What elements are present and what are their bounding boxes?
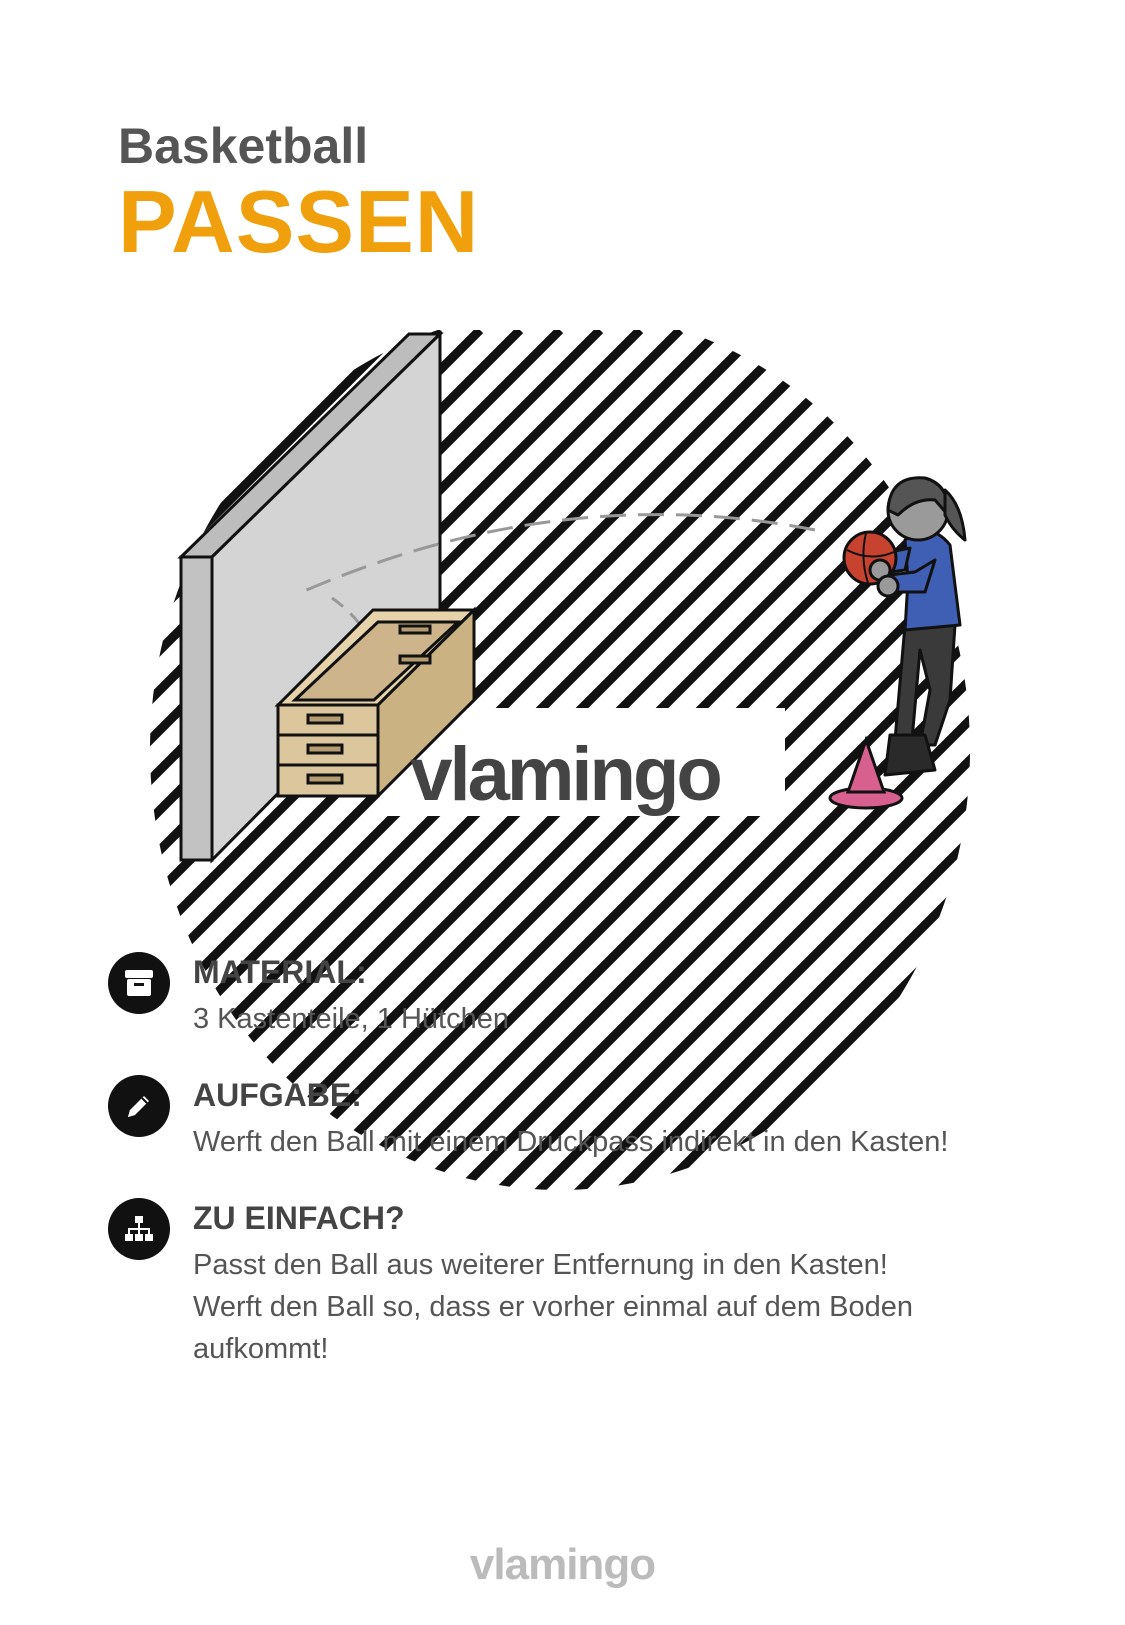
hierarchy-icon bbox=[108, 1198, 170, 1260]
hatch-line bbox=[556, 326, 970, 1190]
hatch-line bbox=[916, 326, 970, 1190]
task-heading: AUFGABE: bbox=[193, 1077, 362, 1113]
task-text: Werft den Ball mit einem Druckpass indir… bbox=[193, 1121, 948, 1163]
material-heading: MATERIAL: bbox=[193, 954, 367, 990]
variation-line: aufkommt! bbox=[193, 1333, 329, 1365]
variation-heading: ZU EINFACH? bbox=[193, 1200, 405, 1236]
exercise-diagram: vlamingo bbox=[0, 326, 1125, 1250]
hatch-line bbox=[436, 326, 970, 1190]
variation-line: Passt den Ball aus weiterer Entfernung i… bbox=[193, 1249, 888, 1281]
bounce-trajectory bbox=[331, 596, 377, 661]
hatch-line bbox=[356, 326, 970, 1190]
sport-subject: Basketball bbox=[118, 118, 369, 174]
archive-box-icon bbox=[108, 952, 170, 1014]
task-line: Werft den Ball mit einem Druckpass indir… bbox=[193, 1126, 949, 1158]
hatch-line bbox=[1040, 330, 1125, 1250]
wall-panel bbox=[177, 330, 444, 864]
hatch-line bbox=[476, 326, 970, 1190]
hatch-line bbox=[956, 326, 970, 1190]
hatch-line bbox=[1000, 330, 1125, 1250]
footer-logo: vlamingo bbox=[469, 1540, 656, 1589]
hatch-line bbox=[1080, 330, 1125, 1250]
hatch-line bbox=[0, 330, 120, 1250]
hatch-line bbox=[516, 326, 970, 1190]
player-figure bbox=[842, 476, 967, 777]
cone bbox=[828, 735, 904, 810]
hatch-line bbox=[1120, 330, 1125, 1250]
variation-text: Passt den Ball aus weiterer Entfernung i… bbox=[193, 1244, 913, 1370]
exercise-title: PASSEN bbox=[118, 172, 480, 271]
variation-line: Werft den Ball so, dass er vorher einmal… bbox=[193, 1291, 914, 1323]
hatch-line bbox=[596, 326, 970, 1190]
vlamingo-watermark: vlamingo bbox=[410, 732, 720, 817]
header: Basketball PASSEN bbox=[118, 118, 479, 268]
hatch-line bbox=[876, 326, 970, 1190]
material-text: 3 Kastenteile, 1 Hütchen bbox=[193, 998, 509, 1040]
vaulting-box bbox=[274, 606, 478, 800]
material-line: 3 Kastenteile, 1 Hütchen bbox=[193, 1003, 509, 1035]
exercise-illustration: vlamingo bbox=[0, 326, 1125, 1250]
hatch-line bbox=[150, 326, 404, 1190]
pencil-icon bbox=[108, 1075, 170, 1137]
hatch-line bbox=[150, 326, 604, 1190]
hatch-line bbox=[636, 326, 970, 1190]
hatch-line bbox=[150, 326, 204, 1190]
